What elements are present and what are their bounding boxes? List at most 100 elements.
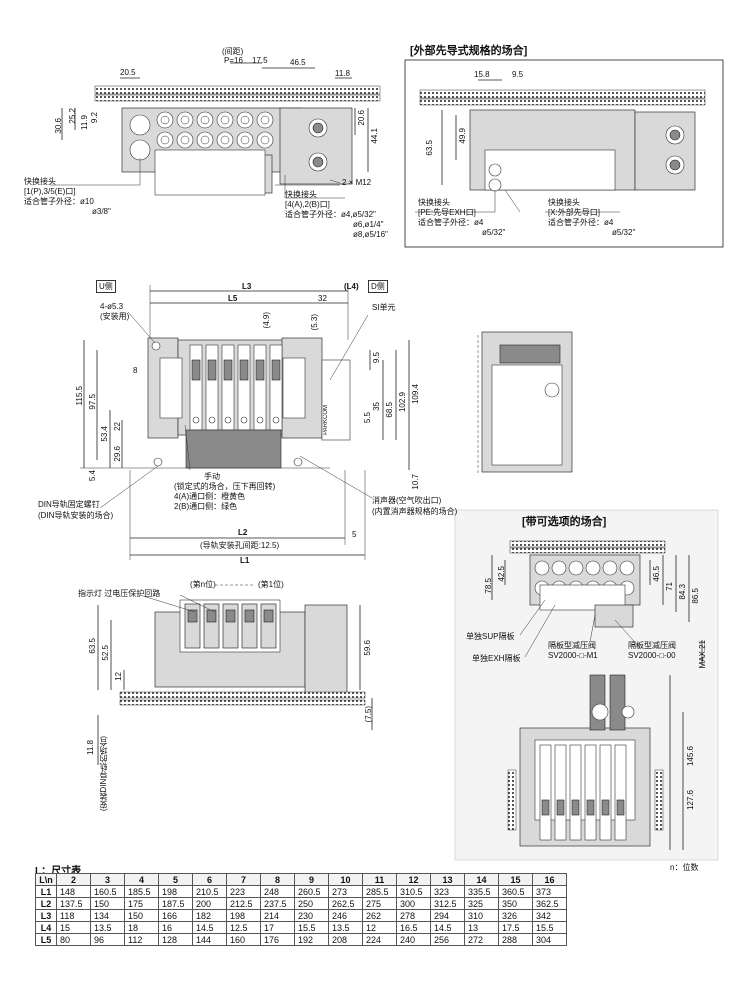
side-view-diagram [97, 584, 373, 765]
dim-l5: L5 [228, 294, 238, 303]
din-note: (安装DIN导轨的场合) [99, 736, 108, 812]
opt-dim-8: 145.6 [686, 746, 695, 767]
option-fitting [585, 560, 601, 576]
table-cell: 112 [124, 933, 159, 946]
table-corner-cell: L\n [35, 873, 57, 886]
fitting-port [176, 111, 194, 129]
table-cell: 272 [464, 933, 499, 946]
opt-dim-3: 46.5 [652, 566, 661, 582]
dim-top-left-9: 44.1 [370, 128, 379, 144]
dim-top-left-4: 25.2 [68, 108, 77, 124]
table-cell: 200 [192, 897, 227, 910]
dim-l4: (L4) [344, 282, 359, 291]
dim-inner-10: 9.5 [372, 352, 381, 364]
table-cell: 160 [226, 933, 261, 946]
valve-solenoid [207, 359, 217, 381]
front-view-diagram [80, 285, 410, 560]
manual-override [240, 416, 248, 424]
valve-solenoid [255, 359, 265, 381]
opt-dim-2: 42.5 [497, 566, 506, 582]
option-valve [539, 744, 552, 841]
fitting-port [196, 131, 214, 149]
fitting-port [196, 111, 214, 129]
table-cell: 262.5 [328, 897, 363, 910]
table-cell: 14.5 [430, 921, 465, 934]
table-cell: 208 [328, 933, 363, 946]
table-unit-note: n：位数 [670, 863, 699, 872]
table-cell: 275 [362, 897, 397, 910]
dim-top-left-8: 20.6 [357, 110, 366, 126]
table-cell: 237.5 [260, 897, 295, 910]
table-header-cell: 6 [192, 873, 227, 886]
table-cell: 250 [294, 897, 329, 910]
manual-override [208, 416, 216, 424]
table-cell: 310 [464, 909, 499, 922]
table-header-cell: 4 [124, 873, 159, 886]
side-dim-3: 12 [114, 672, 123, 681]
dim-inner-16: 10.7 [411, 474, 420, 490]
table-cell: 187.5 [158, 897, 193, 910]
fitting-port [216, 111, 234, 129]
dim-inner-14: 102.9 [398, 392, 407, 413]
table-cell: 262 [362, 909, 397, 922]
table-cell: 166 [158, 909, 193, 922]
table-cell: 260.5 [294, 885, 329, 898]
table-cell: 185.5 [124, 885, 159, 898]
table-header-cell: 7 [226, 873, 261, 886]
opt-dim-7: MAX.21 [698, 640, 707, 669]
option-valve-part [541, 799, 550, 816]
option-valve [569, 744, 582, 841]
external-pilot-frame [404, 59, 724, 248]
fitting-port [176, 131, 194, 149]
table-cell: 15.5 [532, 921, 567, 934]
option-diagram [491, 540, 703, 850]
table-cell: 223 [226, 885, 261, 898]
fitting-port-inner [200, 115, 210, 125]
table-title: L：尺寸表 [35, 866, 82, 877]
table-cell: 15 [56, 921, 91, 934]
side-d-label: D侧 [368, 280, 388, 293]
valve-solenoid [271, 359, 281, 381]
brand-label: PARKCOM [323, 405, 329, 435]
fitting-port-inner [200, 135, 210, 145]
manual-label: 手动 (锁定式的场合，压下再回转) 4(A)通口侧：橙黄色 2(B)通口侧：绿色 [174, 472, 276, 511]
table-cell: 294 [430, 909, 465, 922]
fitting-port-inner [180, 115, 190, 125]
table-cell: 128 [158, 933, 193, 946]
fitting-port-inner [160, 115, 170, 125]
manual-override [272, 416, 280, 424]
table-cell: 240 [396, 933, 431, 946]
side-dim-5: (7.5) [364, 706, 373, 723]
dim-l3: L3 [242, 282, 252, 291]
table-header-cell: 9 [294, 873, 329, 886]
table-cell: 210.5 [192, 885, 227, 898]
dim-inner-3: 8 [133, 366, 138, 375]
opt-label-reg-m1: 隔板型减压阀 SV2000-□-M1 [548, 641, 598, 660]
dim-inner-6: 53.4 [100, 426, 109, 442]
table-header-cell: 15 [498, 873, 533, 886]
table-cell: 13.5 [90, 921, 125, 934]
option-valve-part [571, 799, 580, 816]
option-fitting [551, 560, 567, 576]
table-cell: 312.5 [430, 897, 465, 910]
fitting-port-inner [260, 135, 270, 145]
table-cell: 248 [260, 885, 295, 898]
din-screw-label: DIN导轨固定螺钉 (DIN导轨安装的场合) [38, 500, 114, 520]
fitting-port [256, 131, 274, 149]
dim-inner-12: 35 [372, 402, 381, 411]
table-cell: 198 [158, 885, 193, 898]
dim-inner-5: 97.5 [88, 394, 97, 410]
ext-dim-1: 15.8 [474, 70, 490, 79]
dim-inner-8: 29.6 [113, 446, 122, 462]
table-cell: 148 [56, 885, 91, 898]
fitting-port-inner [160, 135, 170, 145]
dim-inner-1: (4.9) [262, 312, 271, 329]
pitch-value-2: 17.5 [252, 56, 268, 65]
table-header-cell: 10 [328, 873, 363, 886]
table-cell: 12.5 [226, 921, 261, 934]
manual-override [224, 416, 232, 424]
silencer-label: 消声器(空气吹出口) (内置消声器规格的场合) [372, 496, 458, 516]
option-valve-part [601, 799, 610, 816]
